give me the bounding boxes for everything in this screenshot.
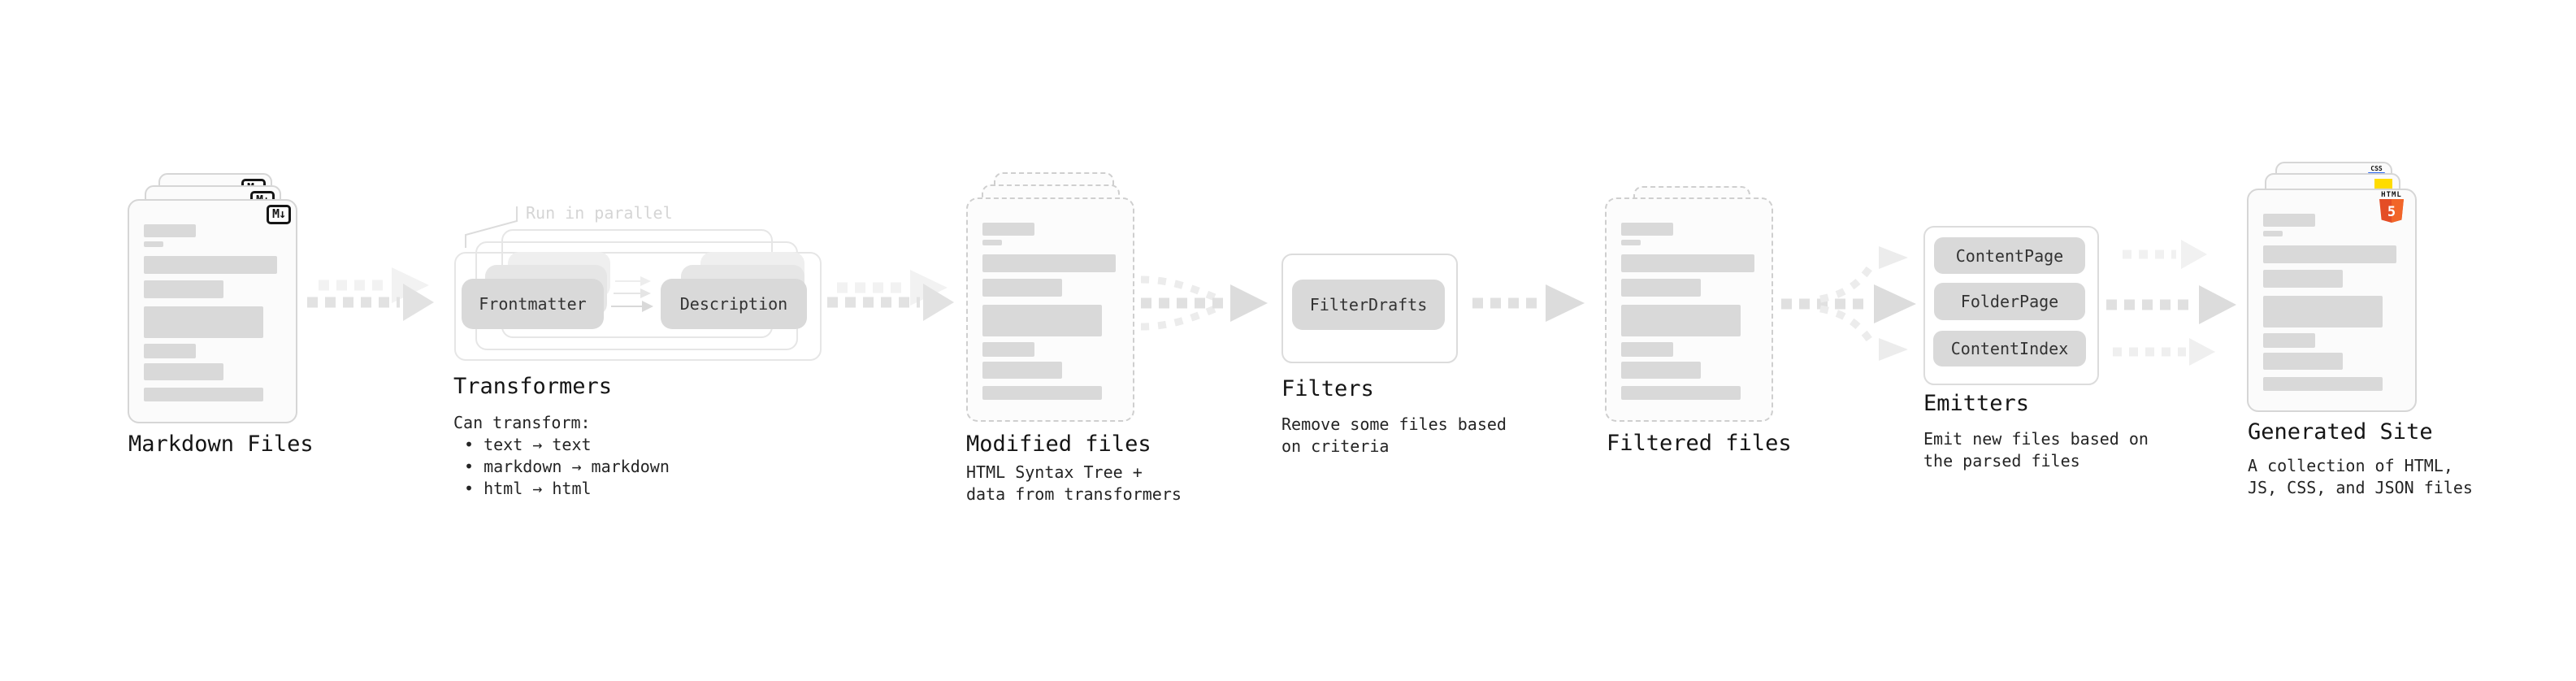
filters-title: Filters: [1281, 376, 1374, 401]
run-in-parallel-annotation: Run in parallel: [526, 203, 673, 223]
transformers-desc-bullet: • markdown → markdown: [464, 457, 670, 476]
text-line-bar: [982, 279, 1062, 297]
arrow-markdown-to-transformers: [307, 267, 434, 321]
text-line-bar: [2263, 245, 2396, 263]
text-line-bar: [2263, 333, 2315, 348]
filters-desc-line: on criteria: [1281, 436, 1390, 456]
text-line-bar: [982, 240, 1002, 245]
folderpage-pill-label: FolderPage: [1960, 292, 2059, 311]
frontmatter-pill-label: Frontmatter: [479, 294, 587, 314]
text-line-bar: [1621, 223, 1673, 236]
markdown-file-card-front: M↓: [128, 199, 297, 423]
text-line-bar: [1621, 362, 1701, 379]
frontmatter-pill: Frontmatter: [462, 279, 604, 329]
text-line-bar: [2263, 214, 2315, 227]
svg-text:5: 5: [2387, 204, 2396, 220]
emitters-description: Emit new files based on the parsed files: [1923, 428, 2149, 472]
text-line-bar: [1621, 342, 1673, 357]
emitters-desc-line: Emit new files based on: [1923, 429, 2149, 449]
text-line-bar: [982, 362, 1062, 379]
modified-files-title: Modified files: [966, 432, 1151, 457]
text-line-bar: [2263, 377, 2383, 391]
contentindex-pill-label: ContentIndex: [1950, 339, 2069, 358]
text-line-bar: [1621, 254, 1754, 272]
filterdrafts-pill: FilterDrafts: [1292, 280, 1445, 330]
modified-desc-line: data from transformers: [966, 484, 1182, 504]
arrow-filtered-to-emitters: [1781, 246, 1916, 361]
text-line-bar: [982, 342, 1034, 357]
text-line-bar: [2263, 296, 2383, 327]
description-pill: Description: [661, 279, 807, 329]
text-line-bar: [1621, 386, 1741, 400]
transformers-desc-bullet: • text → text: [464, 435, 592, 454]
transformers-title: Transformers: [453, 374, 613, 399]
generated-desc-line: JS, CSS, and JSON files: [2248, 478, 2473, 497]
text-line-bar: [144, 224, 196, 237]
javascript-icon: [2374, 179, 2392, 189]
text-line-bar: [144, 256, 277, 274]
transformers-desc-bullet: • html → html: [464, 479, 592, 498]
transformers-description: Can transform: • text → text • markdown …: [453, 412, 670, 500]
transformers-desc-line: Can transform:: [453, 413, 591, 432]
text-line-bar: [1621, 240, 1641, 245]
text-line-bar: [144, 241, 163, 247]
filtered-files-title: Filtered files: [1607, 431, 1792, 456]
html5-icon: HTML 5: [2379, 192, 2405, 223]
contentpage-pill-label: ContentPage: [1955, 245, 2064, 266]
generated-desc-line: A collection of HTML,: [2248, 456, 2453, 475]
generated-file-card-front: HTML 5: [2247, 189, 2417, 412]
filtered-file-card-front: [1605, 197, 1773, 422]
modified-desc-line: HTML Syntax Tree +: [966, 462, 1143, 482]
pill-flow-arrows: [611, 276, 653, 312]
contentpage-pill: ContentPage: [1934, 237, 2085, 274]
text-line-bar: [144, 363, 223, 380]
text-line-bar: [2263, 231, 2283, 236]
generated-site-description: A collection of HTML, JS, CSS, and JSON …: [2248, 455, 2473, 499]
arrow-filters-to-filtered: [1472, 284, 1585, 322]
filterdrafts-pill-label: FilterDrafts: [1309, 295, 1428, 314]
arrow-emitters-to-generated: [2106, 240, 2236, 366]
emitters-title: Emitters: [1923, 391, 2030, 416]
filters-description: Remove some files based on criteria: [1281, 414, 1507, 458]
text-line-bar: [144, 280, 223, 298]
markdown-files-title: Markdown Files: [128, 432, 314, 457]
text-line-bar: [2263, 353, 2343, 370]
modified-files-description: HTML Syntax Tree + data from transformer…: [966, 462, 1182, 505]
filters-desc-line: Remove some files based: [1281, 414, 1507, 434]
contentindex-pill: ContentIndex: [1933, 331, 2086, 367]
text-line-bar: [1621, 279, 1701, 297]
generated-site-title: Generated Site: [2248, 419, 2433, 445]
text-line-bar: [982, 386, 1102, 400]
text-line-bar: [144, 306, 263, 338]
emitters-desc-line: the parsed files: [1923, 451, 2080, 471]
modified-file-card-front: [966, 197, 1134, 422]
description-pill-label: Description: [679, 294, 788, 314]
text-line-bar: [144, 388, 263, 401]
text-line-bar: [1621, 305, 1741, 336]
transformer-group-outline-front: [454, 252, 822, 361]
folderpage-pill: FolderPage: [1934, 283, 2085, 320]
markdown-icon: M↓: [266, 205, 291, 224]
arrow-transformers-to-modified: [827, 270, 954, 321]
arrow-modified-to-filters: [1140, 275, 1268, 331]
text-line-bar: [982, 223, 1034, 236]
text-line-bar: [2263, 270, 2343, 288]
text-line-bar: [982, 305, 1102, 336]
annotation-leader-line: [465, 206, 518, 248]
text-line-bar: [982, 254, 1116, 272]
text-line-bar: [144, 344, 196, 358]
